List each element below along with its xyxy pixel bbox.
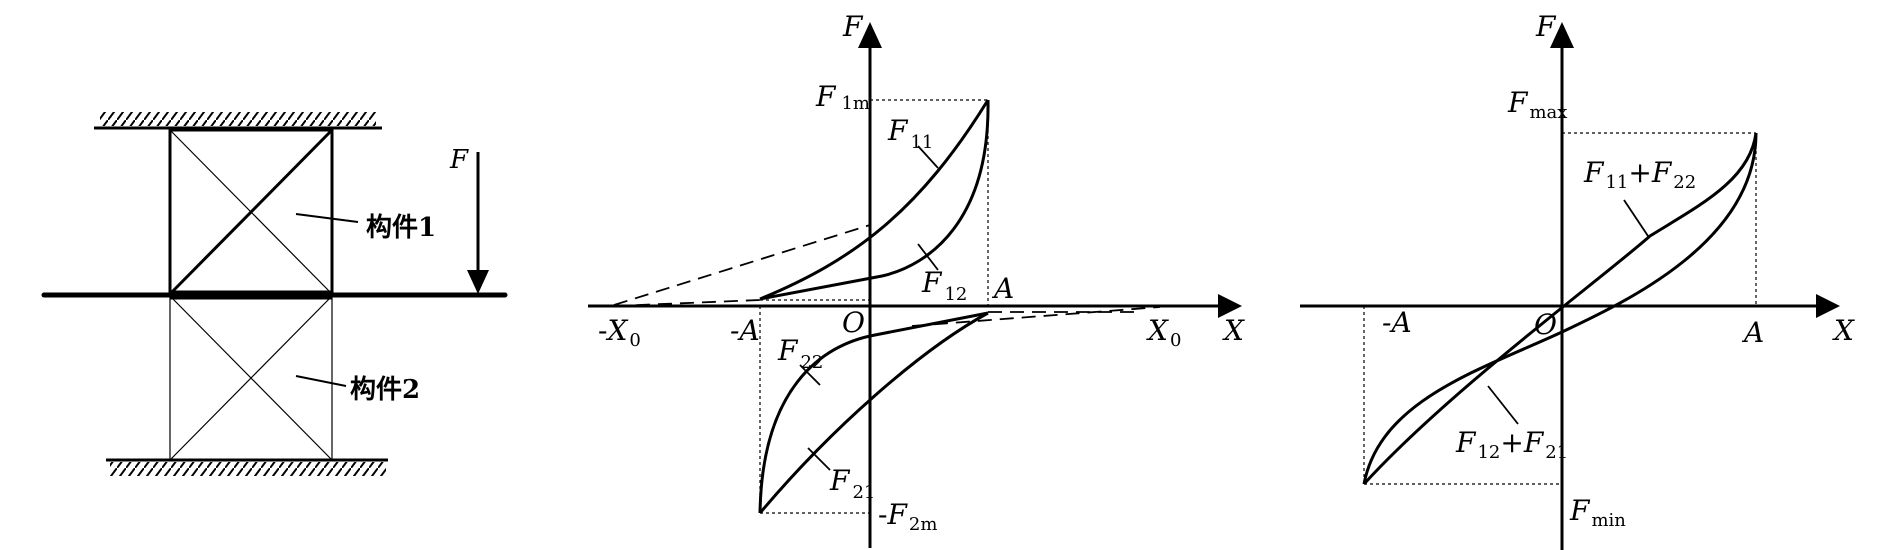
F22-leader: [799, 364, 821, 386]
y-axis-label: F: [842, 10, 864, 43]
A-pos-label: A: [991, 272, 1014, 305]
guide-lines: [759, 99, 989, 514]
member2-leader: [295, 375, 347, 387]
x-axis-arrow: [1218, 294, 1242, 318]
x-axis-arrow: [1816, 294, 1840, 318]
sum2-leader: [1487, 385, 1519, 425]
curve-F22: [758, 311, 989, 514]
A-neg-label: -A: [1382, 306, 1412, 339]
dashed-extensions: [613, 224, 1161, 327]
force-arrow-head: [467, 270, 489, 294]
sum1-leader: [1623, 199, 1649, 237]
y-axis-arrow: [1550, 22, 1574, 48]
member1-diagonal-thin: [169, 129, 333, 295]
y-axis-label: F: [1535, 10, 1557, 43]
curve-F12-plus-F21: [1362, 132, 1758, 485]
A-neg-label: -A: [730, 314, 760, 347]
x-axis-label: X: [1222, 314, 1245, 347]
member2-diagonal-b: [169, 295, 333, 461]
F21-leader: [807, 447, 831, 471]
member1-leader: [295, 213, 359, 223]
x-axis-label: X: [1832, 314, 1855, 347]
y-axis-arrow: [858, 22, 882, 48]
member2-label: 构件2: [350, 375, 420, 405]
curve-F21: [758, 311, 989, 514]
curve-F11-plus-F22: [1362, 132, 1758, 486]
guide-lines: [1363, 132, 1757, 485]
curve-F11: [759, 99, 990, 301]
force-label: F: [449, 145, 469, 175]
A-pos-label: A: [1741, 316, 1764, 349]
member1-label: 构件1: [366, 213, 436, 243]
structure-panel: F 构件1 构件2: [41, 112, 508, 476]
curve-F12: [759, 99, 990, 301]
bottom-ground-hatch: [110, 462, 386, 476]
F11-leader: [917, 145, 939, 169]
top-ground-hatch: [100, 112, 376, 126]
F12-leader: [917, 243, 939, 271]
origin-label: O: [842, 306, 865, 339]
